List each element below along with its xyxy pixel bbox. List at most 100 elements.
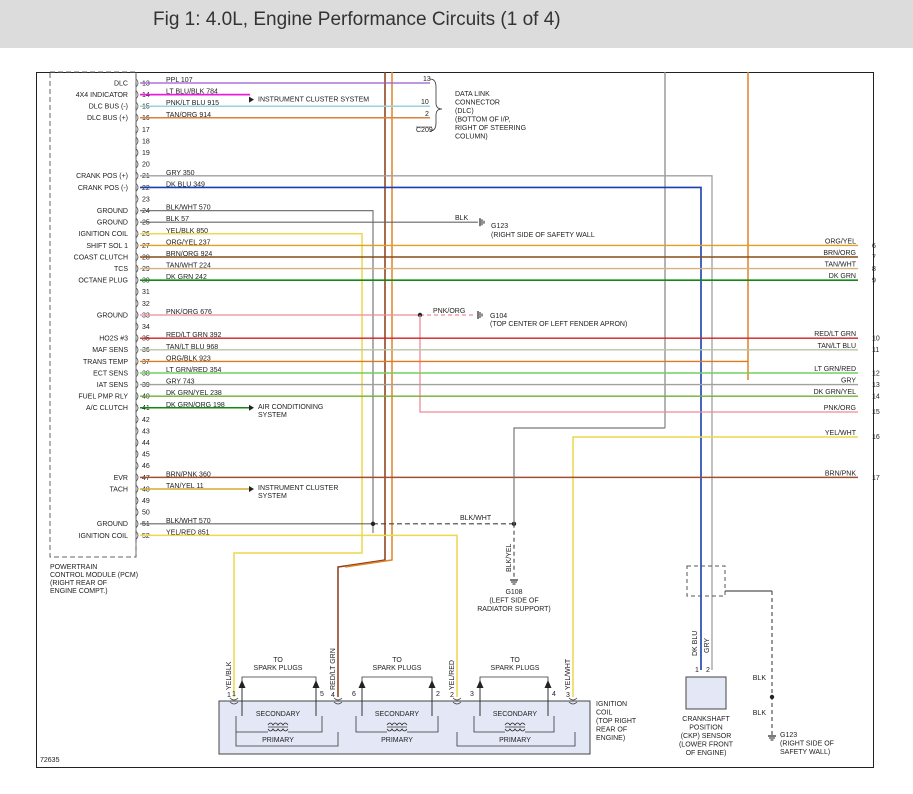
right-edge-pin-number: 13	[872, 382, 880, 389]
pcm-pin-terminal	[135, 484, 139, 494]
pcm-pin-number: 20	[142, 162, 150, 169]
wire-label: BLK/WHT 570	[166, 205, 211, 212]
right-edge-wire-label: LT GRN/RED	[814, 366, 856, 373]
arrow-icon	[249, 404, 254, 411]
pcm-name-text: POWERTRAIN	[50, 564, 97, 571]
pcm-pin-number: 49	[142, 498, 150, 505]
pcm-pin-label: DLC	[114, 80, 128, 87]
right-edge-pin-number: 11	[872, 347, 879, 354]
pcm-pin-number: 36	[142, 347, 150, 354]
secondary-label: SECONDARY	[493, 711, 538, 718]
ckp-sensor-label: (LOWER FRONT	[679, 742, 734, 749]
pcm-pin-terminal	[135, 275, 139, 285]
ground-wire-label: BLK/YEL	[506, 543, 513, 572]
ground-wire-label: BLK	[455, 215, 469, 222]
wire-label: TAN/WHT 224	[166, 263, 211, 270]
arrow-icon	[544, 680, 552, 688]
pcm-pin-terminal	[135, 461, 139, 471]
coil-winding	[386, 728, 408, 732]
pcm-pin-number: 52	[142, 533, 150, 540]
secondary-label: SECONDARY	[256, 711, 301, 718]
pcm-pin-number: 33	[142, 312, 150, 319]
pcm-pin-number: 24	[142, 208, 150, 215]
right-edge-wire-label: RED/LT GRN	[814, 331, 856, 338]
right-edge-wire-label: YEL/WHT	[825, 430, 857, 437]
ground-wire-label: PNK/ORG	[433, 308, 465, 315]
pcm-pin-terminal	[135, 113, 139, 123]
instrument-cluster-label: INSTRUMENT CLUSTER SYSTEM	[258, 97, 369, 104]
pcm-pin-terminal	[135, 229, 139, 239]
right-edge-pin-number: 8	[872, 266, 876, 273]
pcm-pin-number: 34	[142, 324, 150, 331]
ckp-sensor-label: (CKP) SENSOR	[681, 733, 732, 740]
coil-pin4-wire	[337, 505, 386, 697]
ground-label: G123	[780, 732, 797, 739]
right-edge-wire-label: DK GRN/YEL	[814, 389, 857, 396]
pcm-pin-number: 31	[142, 289, 150, 296]
ignition-coil-label: REAR OF	[596, 727, 627, 734]
coil-winding	[504, 722, 526, 726]
pcm-name-text: ENGINE COMPT.)	[50, 588, 108, 595]
ground-label: G104	[490, 313, 507, 320]
ckp-connector	[686, 565, 726, 597]
pcm-pin-label: 4X4 INDICATOR	[76, 92, 128, 99]
pcm-pin-terminal	[135, 217, 139, 227]
figure-title: Fig 1: 4.0L, Engine Performance Circuits…	[153, 9, 561, 30]
ckp-sensor-label: CRANKSHAFT	[682, 716, 730, 723]
pcm-pin-number: 43	[142, 428, 150, 435]
primary-label: PRIMARY	[381, 737, 413, 744]
pcm-pin-terminal	[135, 473, 139, 482]
wire-yel-red	[140, 534, 458, 697]
arrow-icon	[312, 680, 320, 688]
wire-label: YEL/RED 851	[166, 529, 210, 536]
pcm-pin-number: 39	[142, 382, 150, 389]
coil-internal-wire	[407, 716, 439, 733]
pcm-pin-number: 15	[142, 104, 150, 111]
right-edge-pin-number: 9	[872, 278, 876, 285]
ground-label: (RIGHT SIDE OF	[780, 741, 834, 748]
pcm-pin-terminal	[135, 322, 139, 331]
ignition-coil-label: COIL	[596, 710, 612, 717]
pcm-pin-number: 40	[142, 394, 150, 401]
ckp-wire-label: DK BLU	[692, 631, 699, 656]
wire-label: BRN/ORG 924	[166, 251, 212, 258]
wire-label: LT GRN/RED 354	[166, 367, 221, 374]
pcm-pin-number: 46	[142, 463, 150, 470]
dlc-pin: 10	[421, 99, 429, 106]
pcm-pin-terminal	[135, 125, 139, 134]
wire-label: RED/LT GRN 392	[166, 332, 221, 339]
pcm-name-text: (RIGHT REAR OF	[50, 580, 107, 587]
spark-plug-number: 6	[352, 691, 356, 698]
pcm-pin-terminal	[135, 264, 139, 273]
right-edge-wire-label: TAN/WHT	[825, 262, 857, 269]
coil-terminal	[568, 697, 578, 701]
pcm-pin-number: 50	[142, 510, 150, 517]
pcm-pin-terminal	[135, 310, 139, 320]
wire-label: GRY 743	[166, 379, 195, 386]
pcm-pin-terminal	[135, 519, 139, 529]
pcm-pin-number: 29	[142, 266, 150, 273]
to-spark-plugs-label: SPARK PLUGS	[373, 665, 422, 672]
pcm-pin-number: 13	[142, 80, 150, 87]
instrument-cluster-label: SYSTEM	[258, 493, 287, 500]
ground-label: RADIATOR SUPPORT)	[477, 606, 551, 613]
spark-plug-bracket	[241, 676, 317, 684]
coil-pin-number: 3	[566, 692, 570, 699]
pcm-pin-label: GROUND	[97, 312, 128, 319]
ground-label: G123	[491, 223, 508, 230]
pcm-pin-label: EVR	[114, 475, 128, 482]
pcm-pin-terminal	[135, 368, 139, 378]
pcm-pin-terminal	[135, 357, 139, 366]
pcm-pin-label: FUEL PMP RLY	[78, 394, 128, 401]
wire-label: TAN/LT BLU 968	[166, 344, 218, 351]
wire-label: PNK/LT BLU 915	[166, 100, 219, 107]
right-edge-pin-number: 6	[872, 243, 876, 250]
dlc-label: (DLC)	[455, 108, 474, 115]
pcm-pin-number: 19	[142, 150, 150, 157]
pcm-pin-terminal	[135, 159, 139, 169]
pcm-pin-terminal	[135, 206, 139, 215]
dlc-label: DATA LINK	[455, 91, 490, 98]
pcm-pin-terminal	[135, 78, 139, 88]
pcm-name-text: CONTROL MODULE (PCM)	[50, 572, 138, 579]
spark-plug-number: 4	[552, 691, 556, 698]
